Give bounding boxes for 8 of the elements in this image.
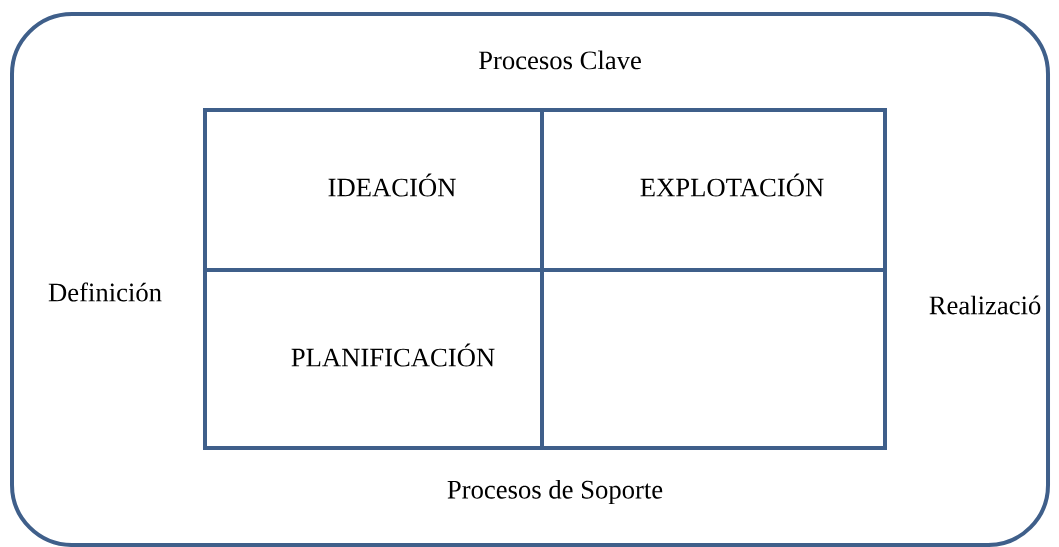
section-label: Procesos de Soporte bbox=[447, 479, 663, 505]
grid-cell: EXPLOTACIÓN bbox=[540, 108, 887, 272]
section-label: Procesos Clave bbox=[478, 50, 641, 70]
grid-cell: IDEACIÓN bbox=[203, 108, 544, 272]
grid-cell: PLANIFICACIÓN bbox=[203, 268, 544, 450]
section-label: Realizació bbox=[929, 295, 1041, 315]
grid-cell bbox=[540, 268, 887, 450]
section-label: Definición bbox=[48, 282, 162, 302]
